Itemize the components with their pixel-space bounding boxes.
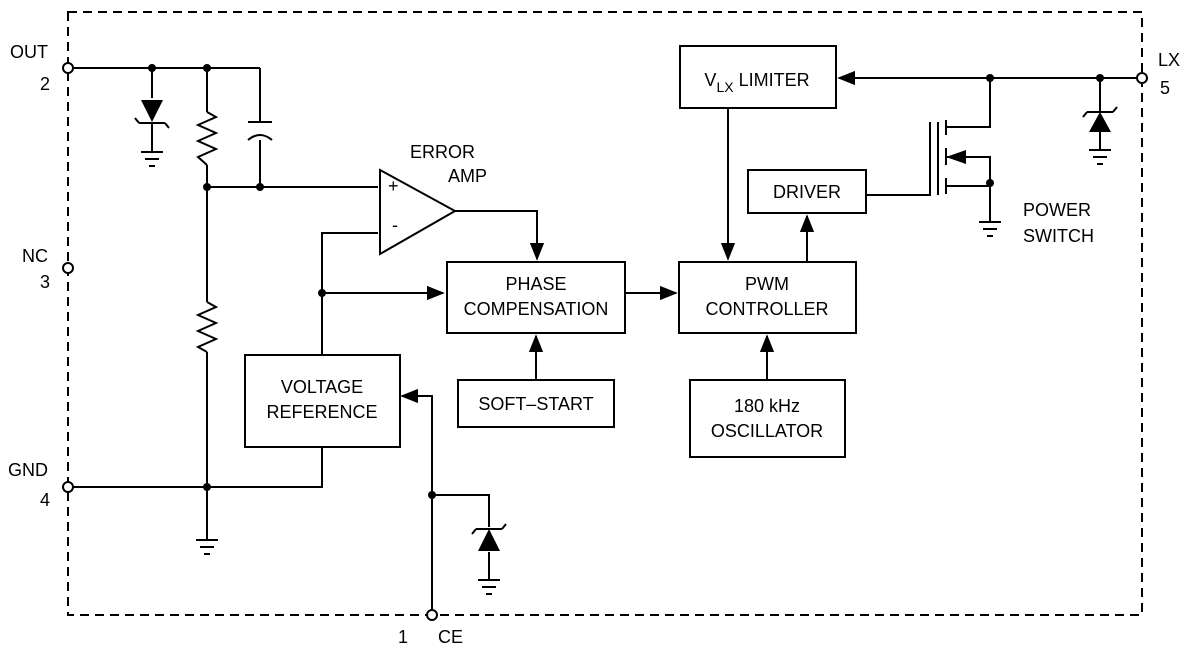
capacitor [247, 121, 273, 141]
ground-symbol-ce-zener [478, 579, 500, 595]
ground-symbol-mosfet [979, 221, 1001, 237]
pwm-line1: PWM [745, 274, 789, 294]
pin-out-number: 2 [40, 74, 50, 94]
pwm-line2: CONTROLLER [705, 299, 828, 319]
zener-diode-ce [471, 523, 507, 551]
pin-lx-number: 5 [1160, 78, 1170, 98]
pin-gnd-terminal [62, 481, 74, 493]
power-mosfet [937, 78, 991, 222]
error-amp-label-line1: ERROR [410, 142, 475, 162]
amp-to-phase-net [455, 210, 545, 261]
pin-ce-number: 1 [398, 627, 408, 647]
resistor-lower [195, 301, 219, 540]
pin-nc-terminal [62, 262, 74, 274]
zener-diode-out [134, 100, 170, 129]
pin-lx-label: LX [1158, 50, 1180, 70]
driver-label: DRIVER [773, 182, 841, 202]
pin-ce-terminal [426, 609, 438, 621]
error-amplifier: + - [379, 168, 458, 256]
ground-symbol-out-zener [141, 151, 163, 167]
pin-ce-label: CE [438, 627, 463, 647]
vref-line2: REFERENCE [266, 402, 377, 422]
oscillator-line2: OSCILLATOR [711, 421, 823, 441]
ce-net [400, 388, 433, 610]
phase-comp-line2: COMPENSATION [464, 299, 609, 319]
gnd-net [73, 447, 323, 488]
ground-symbol-lx-zener [1089, 149, 1111, 165]
pwm-controller-block [678, 261, 857, 334]
resistor-upper [195, 111, 219, 166]
pin-nc-label: NC [22, 246, 48, 266]
power-switch-line2: SWITCH [1023, 226, 1094, 246]
driver-to-gate-net [866, 122, 931, 196]
pin-terminals [62, 62, 1148, 621]
pin-out-terminal [62, 62, 74, 74]
zener-diode-lx [1082, 106, 1118, 132]
phase-comp-line1: PHASE [505, 274, 566, 294]
pin-lx-terminal [1136, 72, 1148, 84]
ground-symbol-resistor [196, 539, 218, 555]
oscillator-block [689, 379, 846, 458]
oscillator-line1: 180 kHz [734, 396, 800, 416]
soft-start-label: SOFT–START [478, 394, 593, 414]
driver-block [747, 169, 867, 214]
package-outline [67, 11, 1143, 616]
vlx-limiter-block [679, 45, 837, 109]
voltage-reference-block [244, 354, 401, 448]
power-switch-line1: POWER [1023, 200, 1091, 220]
ce-zener-net [432, 494, 490, 580]
vlx-limiter-label: VLX LIMITER [704, 70, 809, 95]
error-amp-minus: - [392, 215, 398, 235]
pin-nc-number: 3 [40, 272, 50, 292]
pin-gnd-label: GND [8, 460, 48, 480]
vref-to-amp-net [321, 232, 378, 355]
error-amp-plus: + [388, 176, 399, 196]
out-net [73, 67, 378, 302]
phase-compensation-block [446, 261, 626, 334]
pin-out-label: OUT [10, 42, 48, 62]
pin-gnd-number: 4 [40, 490, 50, 510]
vref-line1: VOLTAGE [281, 377, 363, 397]
error-amp-label-line2: AMP [448, 166, 487, 186]
